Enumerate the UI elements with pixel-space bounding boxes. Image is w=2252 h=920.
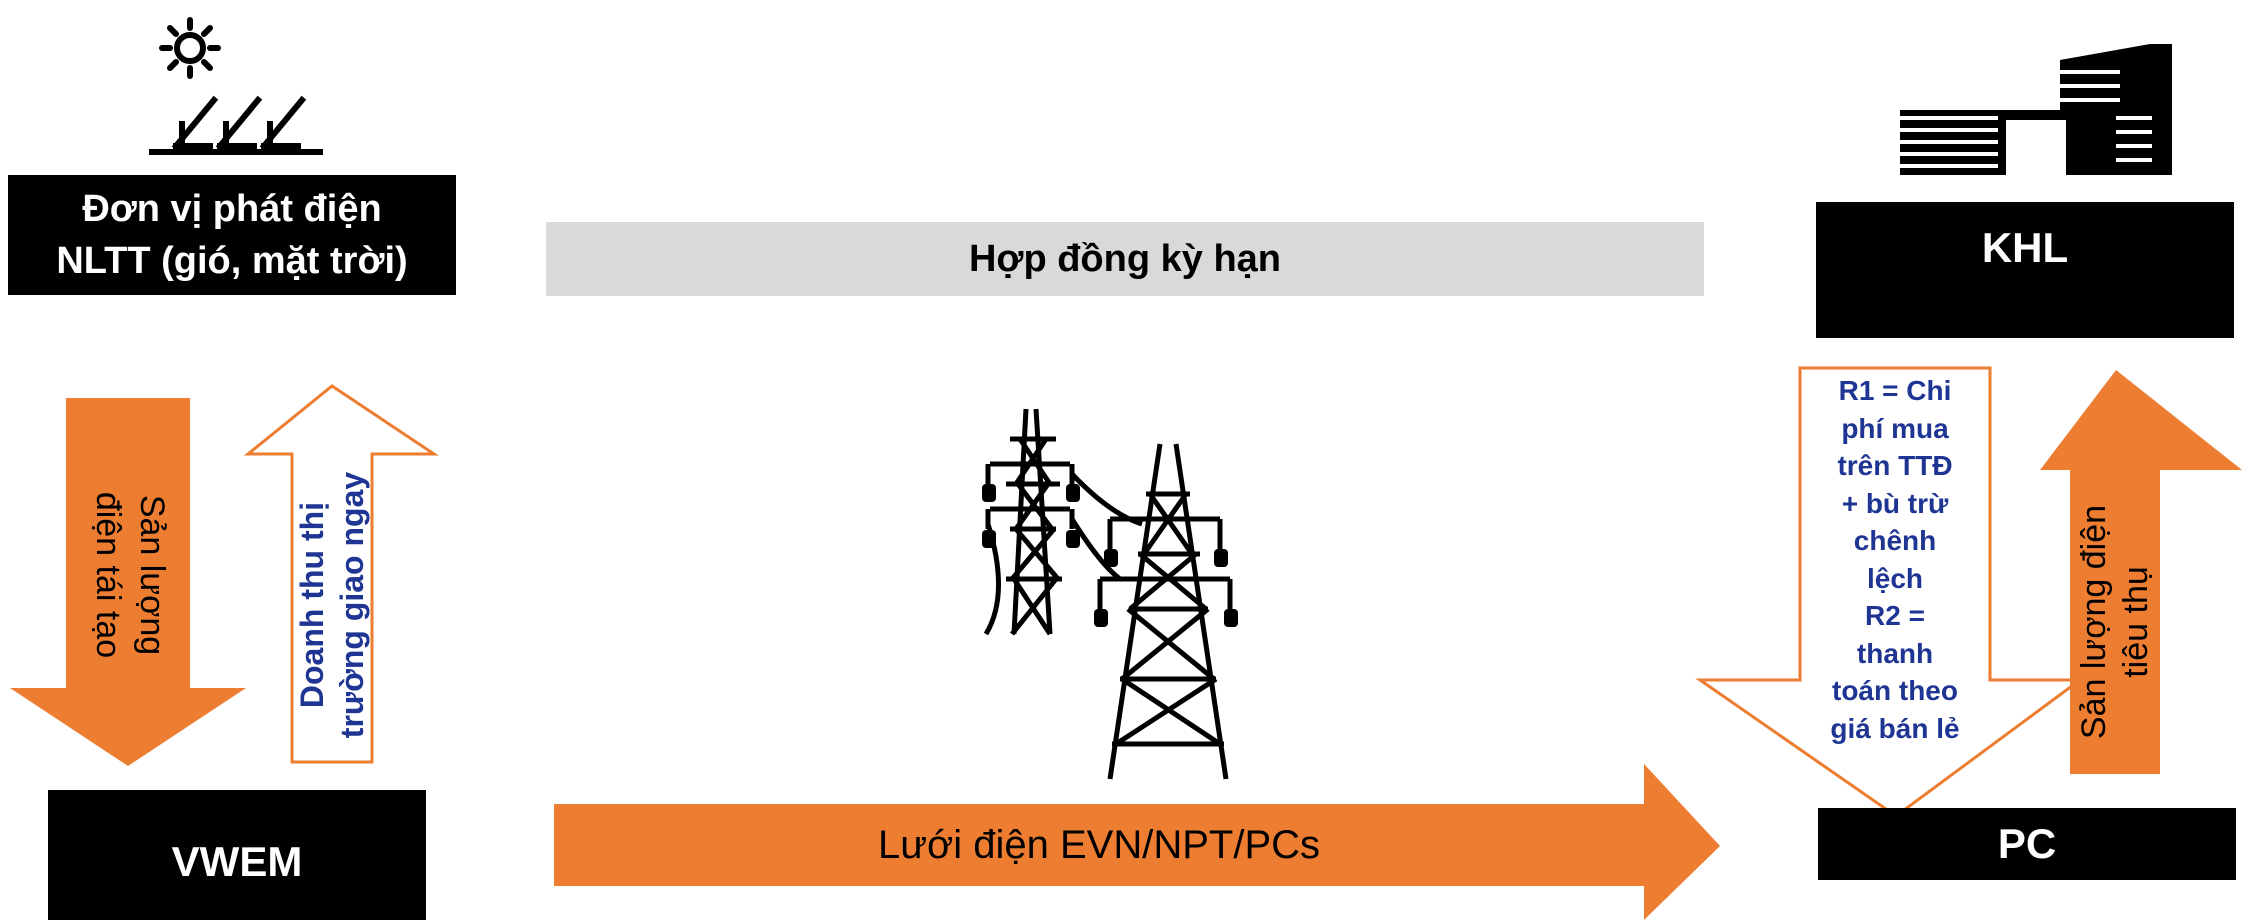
market-box: VWEM — [48, 790, 426, 920]
payment-line-8: thanh — [1856, 637, 1934, 669]
payment-line-1: R1 = Chi — [1838, 375, 1952, 406]
customer-box: KHL — [1816, 202, 2234, 338]
market-label: VWEM — [171, 838, 303, 885]
payment-line-6: lệch — [1866, 562, 1924, 594]
spot-revenue-label: Doanh thu thị trường giao ngay — [282, 445, 382, 765]
consumption-label: Sản lượng điện tiêu thụ — [2065, 462, 2165, 782]
generator-box: Đơn vị phát điện NLTT (gió, mặt trời) — [8, 175, 456, 295]
renewable-output-line1: Sản lượng — [133, 494, 171, 656]
contract-band: Hợp đồng kỳ hạn — [546, 222, 1704, 296]
payment-line-4: + bù trừ — [1841, 487, 1949, 519]
grid-label-wrap: Lưới điện EVN/NPT/PCs — [554, 804, 1644, 886]
payment-line-5: chênh — [1853, 525, 1937, 556]
solar-panel-sun-icon — [149, 17, 323, 155]
spot-revenue-line1: Doanh thu thị — [294, 501, 330, 709]
building-icon — [1900, 44, 2172, 175]
transmission-tower-icon — [982, 408, 1238, 780]
payment-line-7: R2 = — [1865, 600, 1925, 631]
generator-label-line2: NLTT (gió, mặt trời) — [56, 240, 408, 282]
payment-line-3: trên TTĐ — [1837, 450, 1953, 481]
payment-label: R1 = Chi phí mua trên TTĐ + bù trừ chênh… — [1800, 372, 1990, 747]
payment-line-10: giá bán lẻ — [1830, 712, 1960, 744]
spot-revenue-line2: trường giao ngay — [334, 471, 370, 739]
consumption-line2: tiêu thụ — [2117, 566, 2155, 678]
pc-box: PC — [1818, 808, 2236, 880]
customer-label: KHL — [1981, 224, 2069, 271]
renewable-output-line2: điện tái tạo — [89, 491, 127, 659]
pc-label: PC — [1997, 820, 2057, 867]
consumption-line1: Sản lượng điện — [2075, 504, 2113, 740]
grid-label: Lưới điện EVN/NPT/PCs — [877, 822, 1321, 867]
contract-label: Hợp đồng kỳ hạn — [968, 237, 1281, 280]
payment-line-9: toán theo — [1832, 675, 1958, 706]
payment-line-2: phí mua — [1841, 412, 1949, 444]
generator-label-line1: Đơn vị phát điện — [82, 188, 382, 230]
renewable-output-label: Sản lượng điện tái tạo — [75, 415, 185, 735]
